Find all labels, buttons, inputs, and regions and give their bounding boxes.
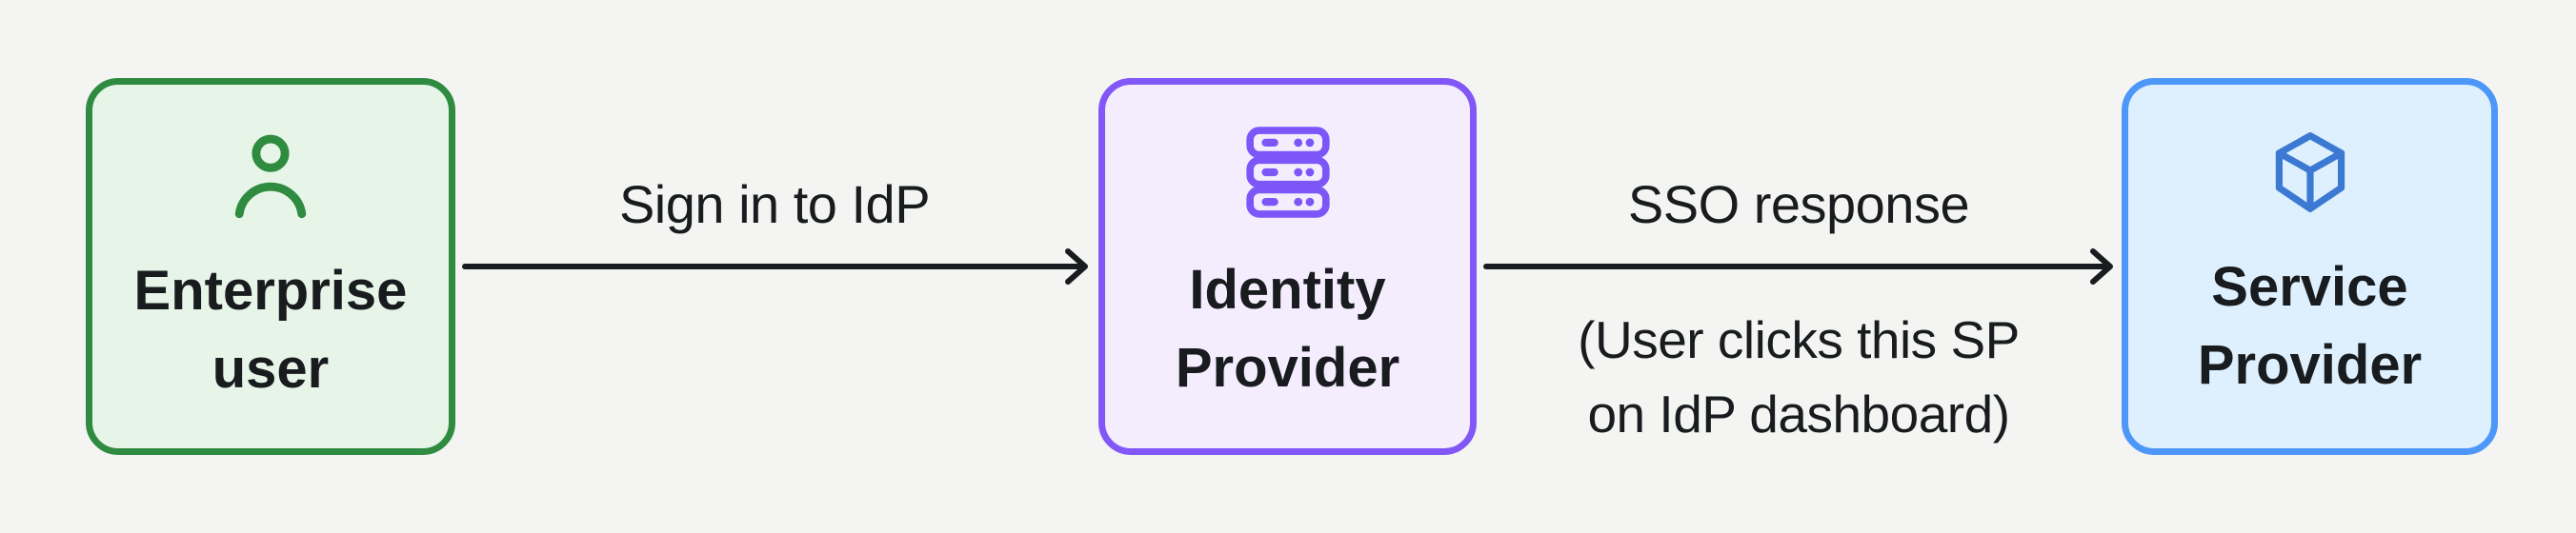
edge-note-line: on IdP dashboard)	[1587, 385, 2010, 444]
person-icon	[234, 134, 307, 219]
arrow-sign-in-to-idp	[462, 248, 1088, 285]
arrowhead-icon	[1065, 248, 1088, 285]
arrow-sso-response	[1483, 248, 2113, 285]
node-title-enterprise-user: Enterprise user	[134, 252, 408, 408]
edge-label-sign-in-to-idp: Sign in to IdP	[618, 174, 931, 234]
node-title-line: Provider	[2197, 334, 2423, 396]
edge-note-line: (User clicks this SP	[1578, 310, 2020, 369]
node-service-provider: Service Provider	[2122, 78, 2498, 455]
node-title-line: Provider	[1175, 337, 1400, 399]
node-enterprise-user: Enterprise user	[86, 78, 455, 455]
node-title-line: user	[211, 338, 330, 400]
edge-label-sso-response: SSO response	[1627, 174, 1970, 234]
node-title-line: Service	[2211, 256, 2408, 318]
node-title-line: Identity	[1189, 259, 1386, 321]
node-title-line: Enterprise	[133, 260, 408, 322]
node-title-service-provider: Service Provider	[2198, 248, 2422, 405]
cube-icon	[2275, 132, 2345, 212]
node-title-identity-provider: Identity Provider	[1176, 251, 1399, 407]
edge-note-sso-response: (User clicks this SP on IdP dashboard)	[1418, 303, 2180, 451]
arrowhead-icon	[2090, 248, 2113, 285]
server-stack-icon	[1245, 127, 1330, 218]
node-identity-provider: Identity Provider	[1098, 78, 1477, 455]
